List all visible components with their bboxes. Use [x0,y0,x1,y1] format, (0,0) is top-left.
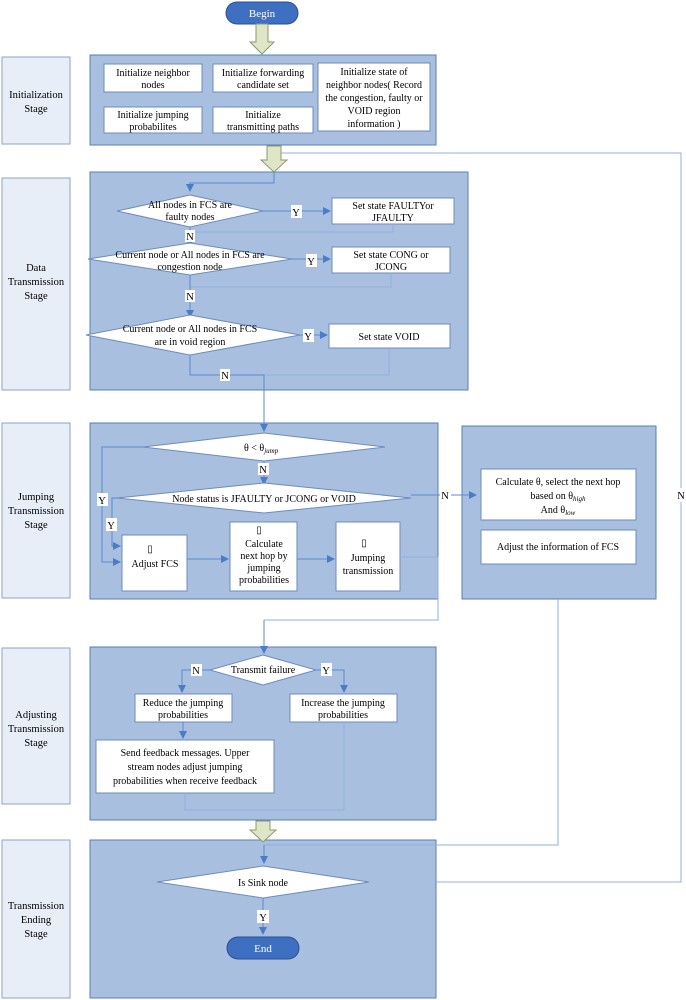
svg-text:▯: ▯ [256,525,262,536]
label-y-status: Y [106,518,117,532]
svg-text:Y: Y [259,913,267,924]
svg-text:N: N [441,491,449,502]
svg-text:Begin: Begin [249,8,276,20]
svg-text:▯: ▯ [147,544,153,555]
svg-text:N: N [186,292,194,303]
label-y-fail: Y [321,663,332,677]
svg-text:Transmit failure: Transmit failure [231,665,296,676]
block-arrow-init [259,145,289,173]
svg-text:Y: Y [292,208,300,219]
adjust-fcs-box: ▯ Adjust FCS [121,534,188,592]
svg-text:Current node or All nodes in F: Current node or All nodes in FCS arecong… [115,250,265,273]
svg-text:N: N [192,666,200,677]
svg-text:based on θhigh: based on θhigh [530,491,586,503]
label-y-theta: Y [97,493,108,507]
svg-text:Adjust FCS: Adjust FCS [132,559,179,570]
svg-text:▯: ▯ [361,538,367,549]
label-n-status: N [440,489,451,502]
svg-text:Y: Y [307,257,315,268]
svg-text:Is Sink node: Is Sink node [238,878,289,889]
end-terminal: End [226,936,300,960]
adjust-fcs-info-box: Adjust the information of FCS [480,529,637,565]
decision-transmit-failure: Transmit failure [208,654,318,686]
label-y-d3: Y [303,329,314,343]
set-state-void-box: Set state VOID [328,323,451,349]
block-arrow-begin [248,23,276,55]
label-y-d2: Y [306,254,317,268]
svg-text:Adjust the information of FCS: Adjust the information of FCS [497,542,619,553]
label-n-d1: N [185,230,195,243]
svg-text:Y: Y [107,521,115,532]
label-n-right: N [676,488,686,502]
label-n-fail: N [191,664,202,677]
block-arrow-adjust [248,820,278,843]
label-y-d1: Y [291,205,302,219]
label-y-sink: Y [257,910,269,924]
decision-node-status: Node status is JFAULTY or JCONG or VOID [116,482,412,514]
svg-text:And θlow: And θlow [541,505,576,517]
svg-text:N: N [259,465,267,476]
label-n-d3: N [220,369,230,382]
svg-text:Y: Y [98,496,106,507]
label-n-theta: N [258,463,269,476]
svg-text:N: N [221,371,229,382]
svg-text:Calculate θ, select the next: Calculate θ, select the next hop [496,477,621,488]
connector-to-d1 [186,178,275,192]
svg-text:Node status is JFAULTY or JCON: Node status is JFAULTY or JCONG or VOID [172,494,356,505]
svg-text:Set state VOID: Set state VOID [359,332,420,343]
svg-text:Y: Y [304,332,312,343]
label-n-d2: N [185,290,195,303]
svg-text:θ < θjump: θ < θjump [244,443,279,455]
begin-terminal: Begin [225,1,299,25]
svg-text:N: N [677,491,685,502]
calc-theta-box: Calculate θ, select the next hop based o… [480,468,637,521]
loop-line-sink-n [281,152,682,883]
svg-text:End: End [254,943,272,955]
svg-text:N: N [186,232,194,243]
svg-text:Y: Y [322,666,330,677]
